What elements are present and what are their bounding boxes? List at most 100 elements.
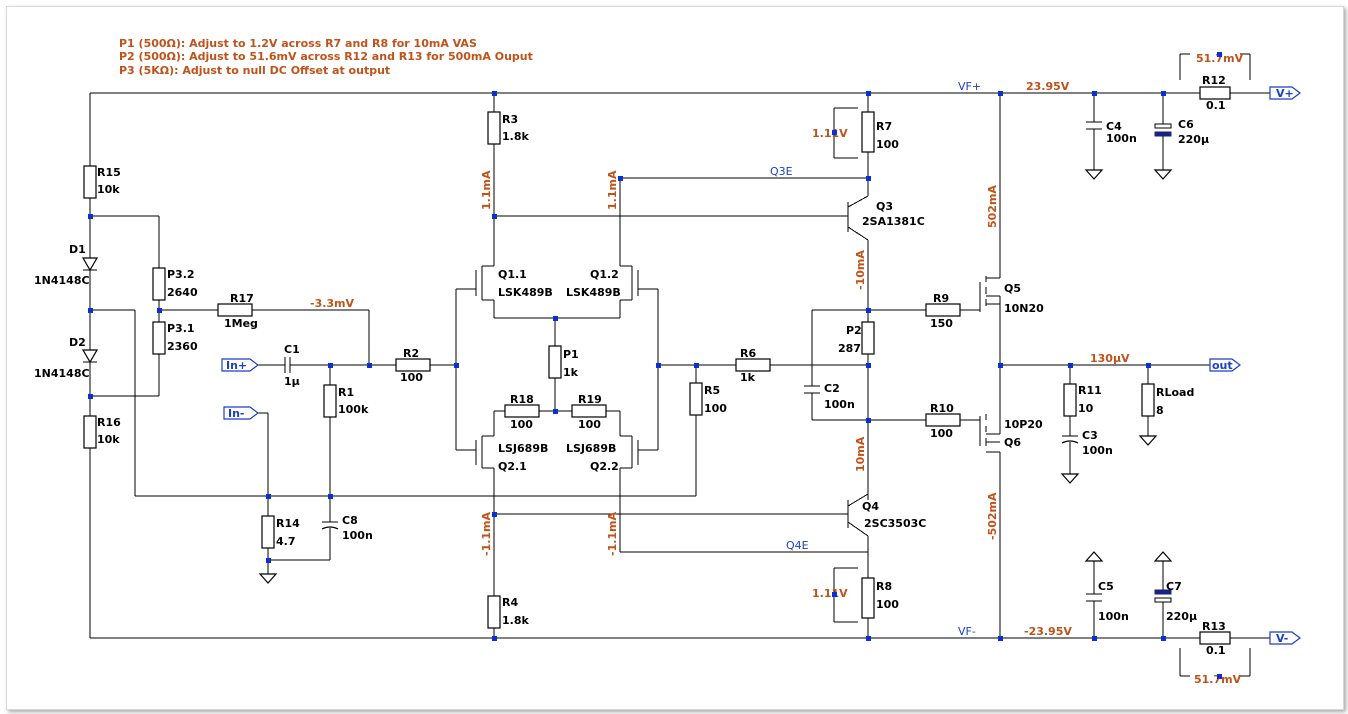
- svg-text:In+: In+: [226, 359, 247, 372]
- r18-name: R18: [510, 393, 534, 406]
- r5-name: R5: [704, 384, 720, 397]
- r13-voltage: 51.7mV: [1194, 673, 1242, 686]
- r4-value: 1.8k: [502, 614, 529, 627]
- r12-value: 0.1: [1206, 99, 1226, 112]
- r17-name: R17: [230, 292, 254, 305]
- d1-name: D1: [69, 243, 86, 256]
- note-p2: P2 (500Ω): Adjust to 51.6mV across R12 a…: [119, 50, 533, 63]
- r1-value: 100k: [338, 403, 369, 416]
- r10-name: R10: [930, 402, 954, 415]
- q5-name: Q5: [1004, 282, 1021, 295]
- r8-name: R8: [876, 580, 892, 593]
- c3-name: C3: [1082, 429, 1098, 442]
- svg-text:V-: V-: [1276, 632, 1288, 645]
- r9-name: R9: [933, 292, 949, 305]
- p32-value: 2640: [167, 286, 198, 299]
- svg-text:V+: V+: [1276, 87, 1294, 100]
- q11-name: Q1.1: [498, 268, 527, 281]
- v-minus-port[interactable]: V-: [1269, 631, 1301, 645]
- c4-name: C4: [1106, 120, 1122, 133]
- q3-current: -10mA: [854, 250, 867, 290]
- d2-value: 1N4148C: [34, 367, 90, 380]
- r14-value: 4.7: [276, 535, 296, 548]
- q4-current: 10mA: [854, 436, 867, 472]
- q5-current: 502mA: [986, 185, 999, 228]
- r9-value: 150: [930, 317, 953, 330]
- r19-name: R19: [578, 393, 602, 406]
- rload-value: 8: [1156, 404, 1164, 417]
- p1-name: P1: [563, 348, 579, 361]
- c6-value: 220μ: [1178, 133, 1209, 146]
- schematic-frame: [6, 6, 1344, 710]
- c6-name: C6: [1178, 118, 1194, 131]
- junctions: [88, 52, 1222, 679]
- note-p1: P1 (500Ω): Adjust to 1.2V across R7 and …: [119, 37, 477, 50]
- bias-chain: [81, 93, 696, 638]
- r2-name: R2: [403, 347, 419, 360]
- r3-name: R3: [502, 113, 518, 126]
- r3-value: 1.8k: [502, 130, 529, 143]
- r17-voltage: -3.3mV: [310, 297, 355, 310]
- q6-value: 10P20: [1004, 418, 1043, 431]
- p31-name: P3.1: [167, 322, 195, 335]
- rail-minus-voltage: -23.95V: [1024, 625, 1072, 638]
- c4-value: 100n: [1106, 132, 1137, 145]
- q4-value: 2SC3503C: [864, 517, 926, 530]
- output-stage: [979, 53, 1251, 677]
- r2-value: 100: [400, 371, 423, 384]
- r19-value: 100: [578, 418, 601, 431]
- p2-value: 287: [838, 342, 861, 355]
- p1-value: 1k: [563, 366, 579, 379]
- c7-value: 220μ: [1166, 610, 1197, 623]
- r15-value: 10k: [97, 183, 120, 196]
- vf-plus-net: VF+: [958, 80, 981, 93]
- c2-value: 100n: [824, 398, 855, 411]
- r6-name: R6: [740, 347, 756, 360]
- q3-value: 2SA1381C: [862, 215, 925, 228]
- r17-value: 1Meg: [224, 317, 258, 330]
- q12-name: Q1.2: [590, 268, 619, 281]
- c2-name: C2: [824, 382, 840, 395]
- q21-name: Q2.1: [498, 460, 527, 473]
- q21-value: LSJ689B: [498, 442, 548, 455]
- r15-name: R15: [97, 166, 121, 179]
- q6-name: Q6: [1004, 436, 1021, 449]
- d1-value: 1N4148C: [34, 274, 90, 287]
- q12-current: 1.1mA: [606, 170, 619, 210]
- r11-name: R11: [1078, 384, 1102, 397]
- vas-stage: [804, 93, 980, 638]
- out-voltage: 130μV: [1090, 352, 1130, 365]
- r13-name: R13: [1202, 620, 1226, 633]
- c5-value: 100n: [1098, 610, 1129, 623]
- q4e-net: Q4E: [786, 539, 809, 552]
- in-plus-port[interactable]: In+: [221, 358, 259, 372]
- r1-name: R1: [338, 386, 354, 399]
- r11-value: 10: [1078, 402, 1094, 415]
- c7-name: C7: [1166, 580, 1182, 593]
- r5-value: 100: [704, 402, 727, 415]
- q4-name: Q4: [862, 500, 879, 513]
- p31-value: 2360: [167, 340, 198, 353]
- r6-value: 1k: [740, 371, 756, 384]
- svg-text:out: out: [1212, 359, 1233, 372]
- r14-name: R14: [276, 517, 300, 530]
- q5-value: 10N20: [1004, 302, 1044, 315]
- q6-current: -502mA: [986, 492, 999, 540]
- q22-value: LSJ689B: [566, 442, 616, 455]
- v-plus-port[interactable]: V+: [1269, 86, 1301, 100]
- c1-value: 1μ: [284, 375, 300, 388]
- in-minus-port[interactable]: In-: [223, 406, 259, 420]
- note-p3: P3 (5KΩ): Adjust to null DC Offset at ou…: [119, 64, 390, 77]
- r3-current: 1.1mA: [480, 170, 493, 210]
- r4-name: R4: [502, 596, 518, 609]
- q22-name: Q2.2: [590, 460, 619, 473]
- r16-name: R16: [97, 416, 121, 429]
- input-stage: [258, 357, 456, 584]
- q3e-net: Q3E: [770, 165, 793, 178]
- vf-minus-net: VF-: [958, 625, 976, 638]
- c8-value: 100n: [342, 529, 373, 542]
- q11-value: LSK489B: [498, 286, 553, 299]
- r10-value: 100: [930, 427, 953, 440]
- out-port[interactable]: out: [1209, 358, 1241, 372]
